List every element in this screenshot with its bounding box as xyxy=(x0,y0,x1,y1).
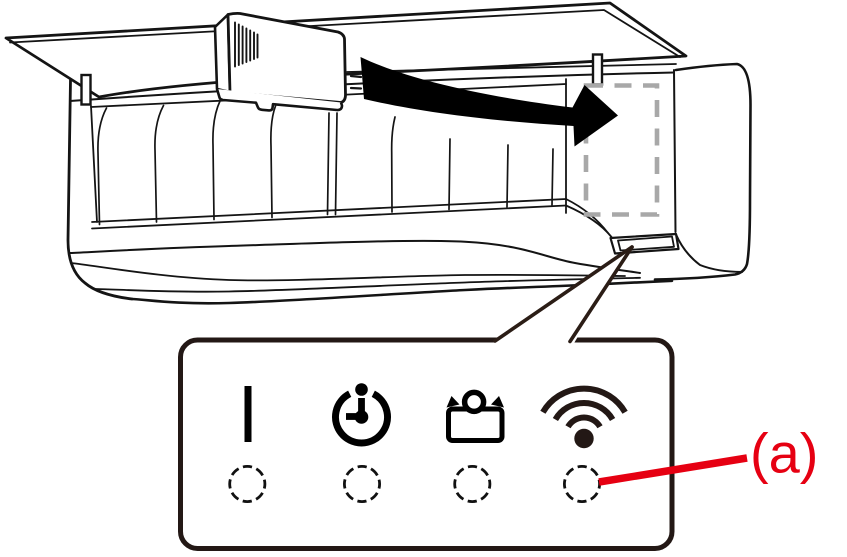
svg-text:(a): (a) xyxy=(750,422,818,485)
